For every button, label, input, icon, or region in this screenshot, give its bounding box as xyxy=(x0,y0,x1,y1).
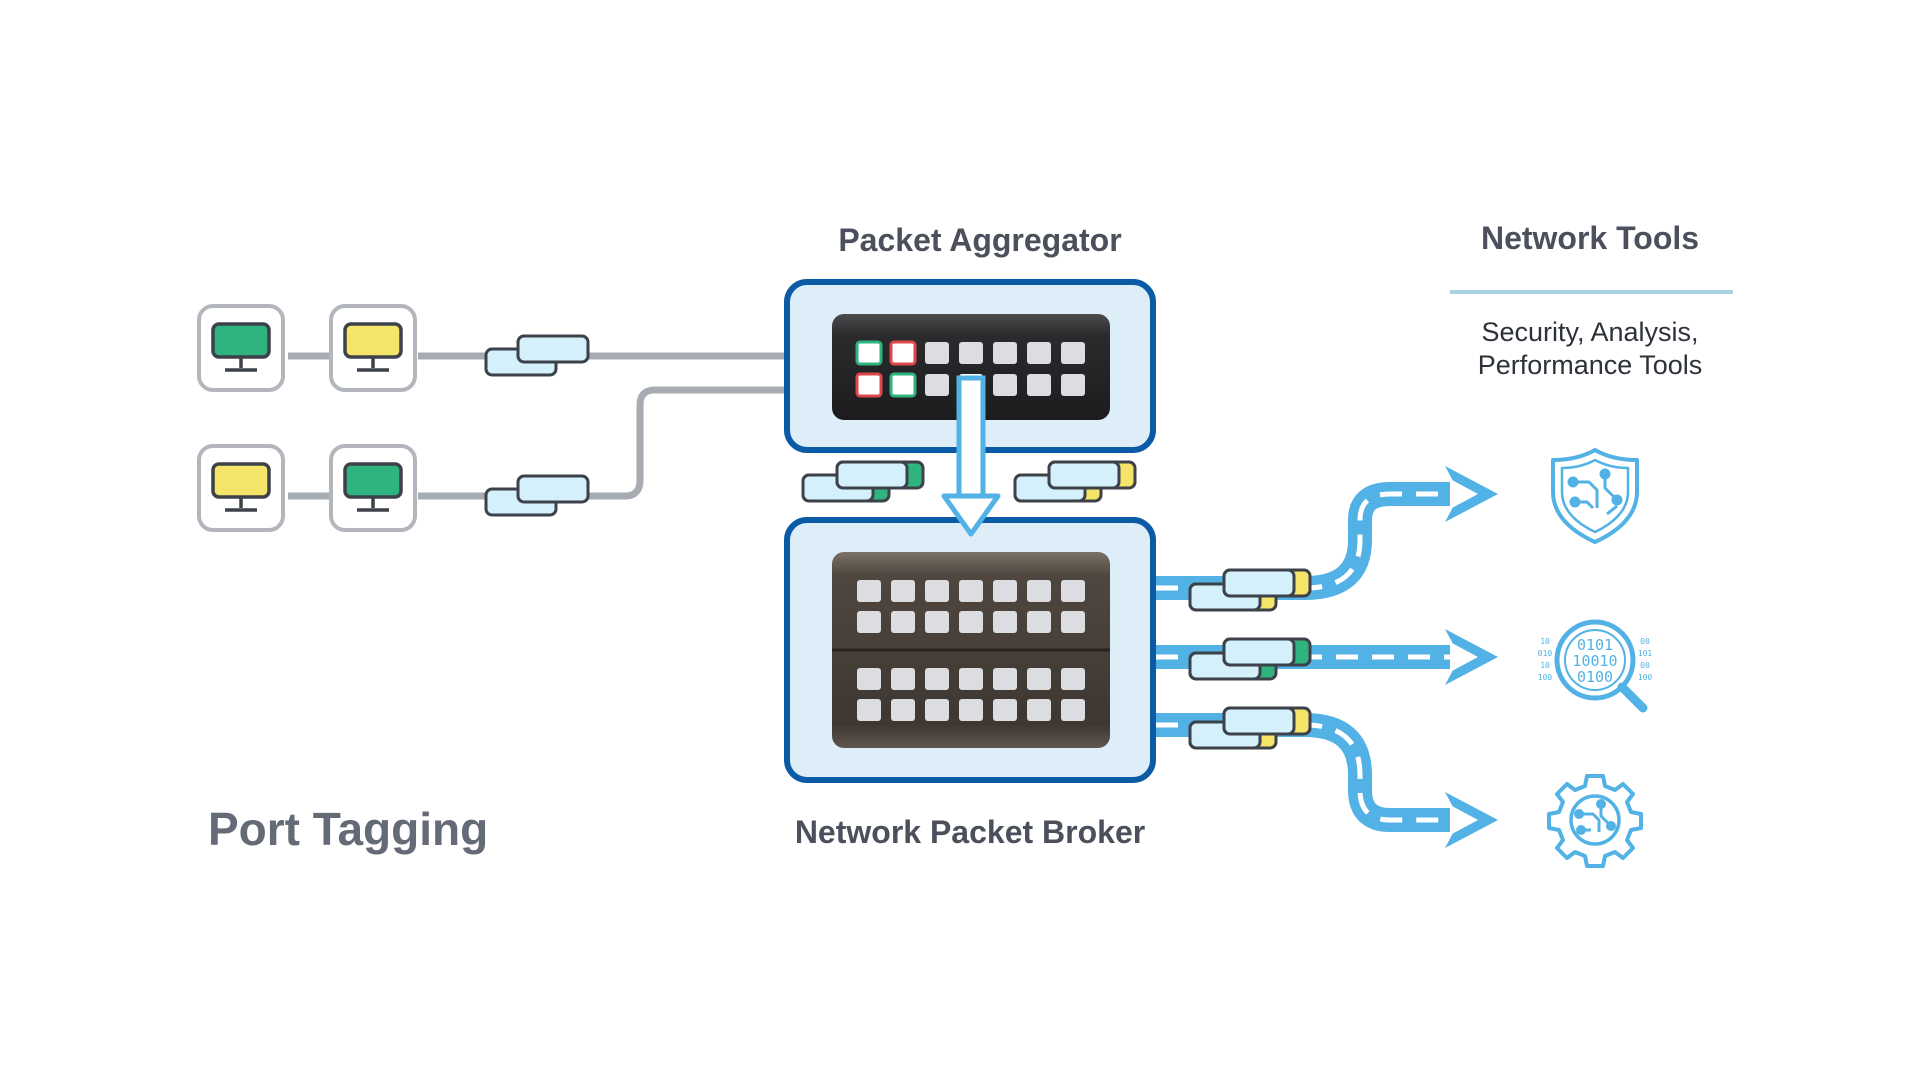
svg-text:00: 00 xyxy=(1640,661,1650,670)
svg-text:10010: 10010 xyxy=(1572,652,1617,670)
svg-text:10: 10 xyxy=(1540,637,1550,646)
packet-untagged-bottom xyxy=(484,474,590,517)
packet-tagged-yellow xyxy=(1013,460,1137,503)
network-packet-broker-label: Network Packet Broker xyxy=(794,814,1146,850)
packet-untagged-top xyxy=(484,334,590,377)
output-flow-top xyxy=(1156,466,1498,600)
tools-description: Security, Analysis, Performance Tools xyxy=(1420,316,1760,382)
tools-divider xyxy=(1450,290,1733,294)
svg-text:010: 010 xyxy=(1538,649,1553,658)
packet-tagged-green xyxy=(801,460,925,503)
output-flow-bottom xyxy=(1156,713,1498,848)
svg-text:0101: 0101 xyxy=(1577,636,1613,654)
svg-text:101: 101 xyxy=(1638,649,1653,658)
packet-aggregator-label: Packet Aggregator xyxy=(838,222,1122,258)
computer-icon xyxy=(211,322,271,372)
packet-output-green xyxy=(1188,637,1312,681)
svg-text:10: 10 xyxy=(1540,661,1550,670)
down-flow-arrow xyxy=(941,375,1001,537)
computer-green-top xyxy=(197,304,285,392)
computer-icon xyxy=(211,462,271,512)
svg-text:0100: 0100 xyxy=(1577,668,1613,686)
gear-icon xyxy=(1547,774,1643,868)
svg-text:100: 100 xyxy=(1538,673,1553,682)
svg-text:00: 00 xyxy=(1640,637,1650,646)
computer-green-bottom xyxy=(329,444,417,532)
packet-output-yellow-top xyxy=(1188,568,1312,612)
network-tools-label: Network Tools xyxy=(1480,220,1700,256)
computer-yellow-bottom xyxy=(197,444,285,532)
binary-magnifier-icon: 0101 10010 0100 10 010 10 100 00 101 00 … xyxy=(1538,619,1653,713)
computer-icon xyxy=(343,462,403,512)
svg-text:100: 100 xyxy=(1638,673,1653,682)
tools-description-line-1: Security, Analysis, xyxy=(1481,317,1699,347)
computer-yellow-top xyxy=(329,304,417,392)
network-packet-broker xyxy=(784,517,1156,783)
shield-icon xyxy=(1551,448,1639,544)
tools-description-line-2: Performance Tools xyxy=(1477,350,1703,380)
diagram-title: Port Tagging xyxy=(208,803,489,855)
packet-output-yellow-bottom xyxy=(1188,706,1312,750)
computer-icon xyxy=(343,322,403,372)
broker-ports xyxy=(857,580,1085,721)
